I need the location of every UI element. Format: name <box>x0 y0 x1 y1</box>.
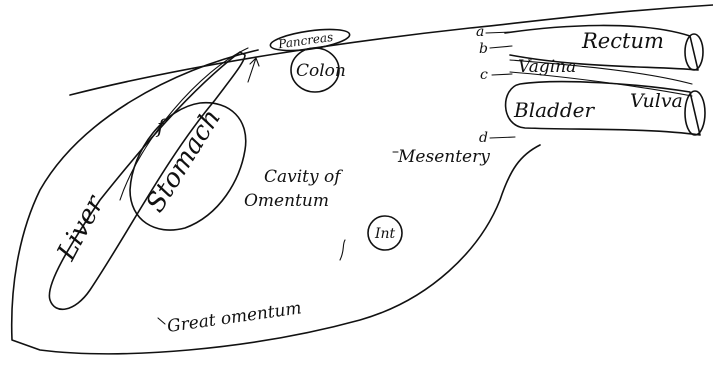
leader-line-b <box>490 46 512 48</box>
label-cavity-line2: Omentum <box>244 191 329 211</box>
label-vagina: Vagina <box>518 57 576 77</box>
label-rectum: Rectum <box>581 29 664 53</box>
arrow-to-pancreas <box>248 58 259 82</box>
label-liver: Liver <box>51 190 111 266</box>
label-cavity-line1: Cavity of <box>264 167 343 187</box>
label-c: c <box>480 67 488 83</box>
label-colon: Colon <box>296 61 346 81</box>
label-b: b <box>479 41 488 57</box>
label-great-omentum: Great omentum <box>166 298 303 337</box>
label-vulva: Vulva <box>630 90 683 112</box>
label-a: a <box>476 24 484 40</box>
leader-line-great-omentum-right <box>340 240 345 260</box>
label-bladder: Bladder <box>513 98 595 122</box>
label-stomach: Stomach <box>140 104 227 218</box>
leader-line-c <box>492 74 512 75</box>
liver-organ-outline <box>49 52 245 309</box>
label-d: d <box>479 130 488 146</box>
label-int: Int <box>374 226 396 242</box>
leader-line-great-omentum <box>158 318 165 324</box>
label-mesentery: Mesentery <box>397 147 490 167</box>
leader-line-d <box>490 137 515 138</box>
label-pancreas: Pancreas <box>276 30 334 52</box>
label-f: f <box>155 114 168 138</box>
